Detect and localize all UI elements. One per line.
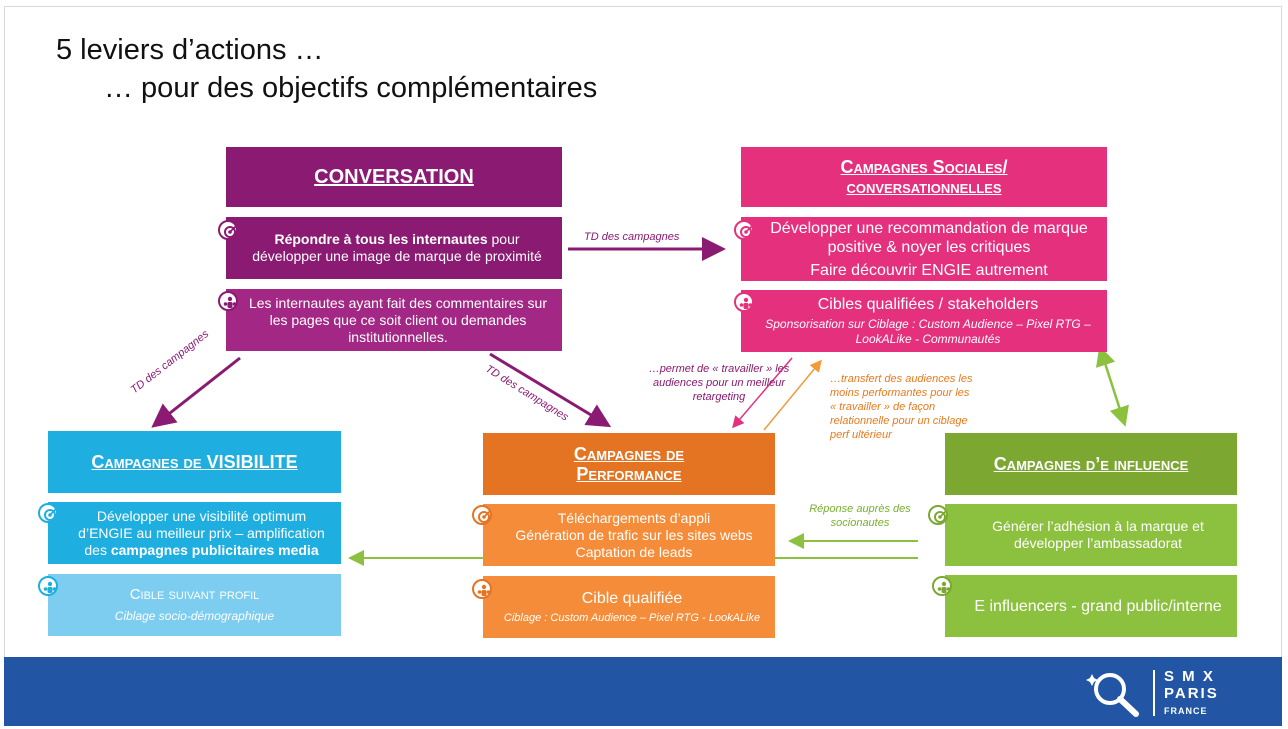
arrow-sociales-influence (1096, 345, 1129, 427)
people-icon (472, 579, 492, 599)
performance-objective-line3: Captation de leads (575, 543, 693, 560)
sociales-header: Campagnes Sociales/ conversationnelles (741, 147, 1107, 207)
sociales-target: Cibles qualifiées / stakeholders Sponsor… (741, 290, 1107, 352)
performance-target-text: Cible qualifiée (581, 590, 683, 607)
magnifier-logo-icon (1086, 673, 1139, 717)
slide-title: 5 leviers d’actions … (56, 34, 324, 66)
sociales-objective-line1: Développer une recommandation de marque … (770, 219, 1088, 256)
target-icon (38, 503, 58, 523)
people-icon (218, 291, 238, 311)
performance-targeting-text: Ciblage : Custom Audience – Pixel RTG - … (503, 612, 761, 624)
influence-header: Campagnes d’e influence (945, 433, 1237, 495)
label-td-sociales: TD des campagnes (584, 231, 680, 243)
people-icon (38, 576, 58, 596)
sociales-targeting-text: Sponsorisation sur Ciblage : Custom Audi… (765, 317, 1091, 346)
conversation-objective: Répondre à tous les internautes pour dév… (226, 217, 562, 279)
performance-header-line1: Campagnes de (573, 444, 685, 464)
visibilite-target-text: Cible suivant profil (129, 586, 260, 603)
conversation-target-text: Les internautes ayant fait des commentai… (248, 294, 548, 345)
conversation-objective-bold: Répondre à tous les internautes (274, 231, 488, 247)
footer-band (4, 657, 1282, 726)
influence-objective: Générer l’adhésion à la marque et dévelo… (945, 504, 1237, 566)
label-reponse: Réponse auprès des socionautes (809, 503, 911, 529)
sociales-target-text: Cibles qualifiées / stakeholders (817, 296, 1039, 313)
conversation-header: CONVERSATION (226, 147, 562, 207)
target-icon (218, 220, 238, 240)
arrow-conversation-to-performance (489, 352, 612, 428)
performance-header: Campagnes de Performance (483, 433, 775, 495)
label-permet: …permet de « travailler » les audiences … (648, 363, 790, 403)
influence-header-label: Campagnes d’e influence (993, 453, 1189, 474)
logo-france: FRANCE (1164, 706, 1208, 716)
logo-divider (1153, 670, 1155, 716)
sociales-objective: Développer une recommandation de marque … (741, 217, 1107, 281)
logo-smx: S M X (1164, 668, 1215, 685)
people-icon (734, 292, 754, 312)
label-transfert: …transfert des audiences les moins perfo… (830, 373, 973, 441)
performance-objective-line1: Téléchargements d’appli (557, 509, 711, 526)
target-icon (928, 505, 948, 525)
logo-paris: PARIS (1164, 685, 1219, 702)
performance-header-line2: Performance (576, 464, 682, 484)
performance-objective: Téléchargements d’appli Génération de tr… (483, 504, 775, 566)
conversation-objective-text: pour développer une image de marque de p… (252, 231, 542, 264)
visibilite-targeting-text: Ciblage socio-démographique (114, 609, 275, 623)
visibilite-header: Campagnes de VISIBILITE (48, 431, 341, 493)
sociales-header-line2: conversationnelles (846, 177, 1002, 197)
influence-target: E influencers - grand public/interne (945, 575, 1237, 637)
slide-subtitle: … pour des objectifs complémentaires (104, 72, 598, 104)
visibilite-target: Cible suivant profil Ciblage socio-démog… (48, 574, 341, 636)
performance-target: Cible qualifiée Ciblage : Custom Audienc… (483, 576, 775, 638)
visibilite-objective-text: Développer une visibilité optimum d’ENGI… (78, 507, 325, 558)
sociales-header-line1: Campagnes Sociales/ (840, 157, 1008, 177)
people-icon (932, 576, 952, 596)
arrow-sociales-to-performance (732, 357, 793, 429)
target-icon (734, 220, 754, 240)
visibilite-objective: Développer une visibilité optimum d’ENGI… (48, 502, 341, 564)
conversation-header-label: CONVERSATION (314, 165, 474, 188)
influence-objective-text: Générer l’adhésion à la marque et dévelo… (992, 518, 1204, 551)
arrow-performance-to-sociales (763, 359, 822, 431)
sociales-objective-line2: Faire découvrir ENGIE autrement (810, 261, 1048, 279)
visibilite-objective-bold: campagnes publicitaires media (110, 541, 319, 558)
influence-target-text: E influencers - grand public/interne (974, 597, 1222, 615)
performance-objective-line2: Génération de trafic sur les sites webs (515, 526, 753, 543)
target-icon (472, 505, 492, 525)
visibilite-header-pre: Campagnes de (91, 451, 207, 472)
arrow-conversation-to-visibilite (151, 356, 241, 428)
conversation-target: Les internautes ayant fait des commentai… (226, 289, 562, 351)
visibilite-header-main: VISIBILITE (206, 451, 298, 472)
